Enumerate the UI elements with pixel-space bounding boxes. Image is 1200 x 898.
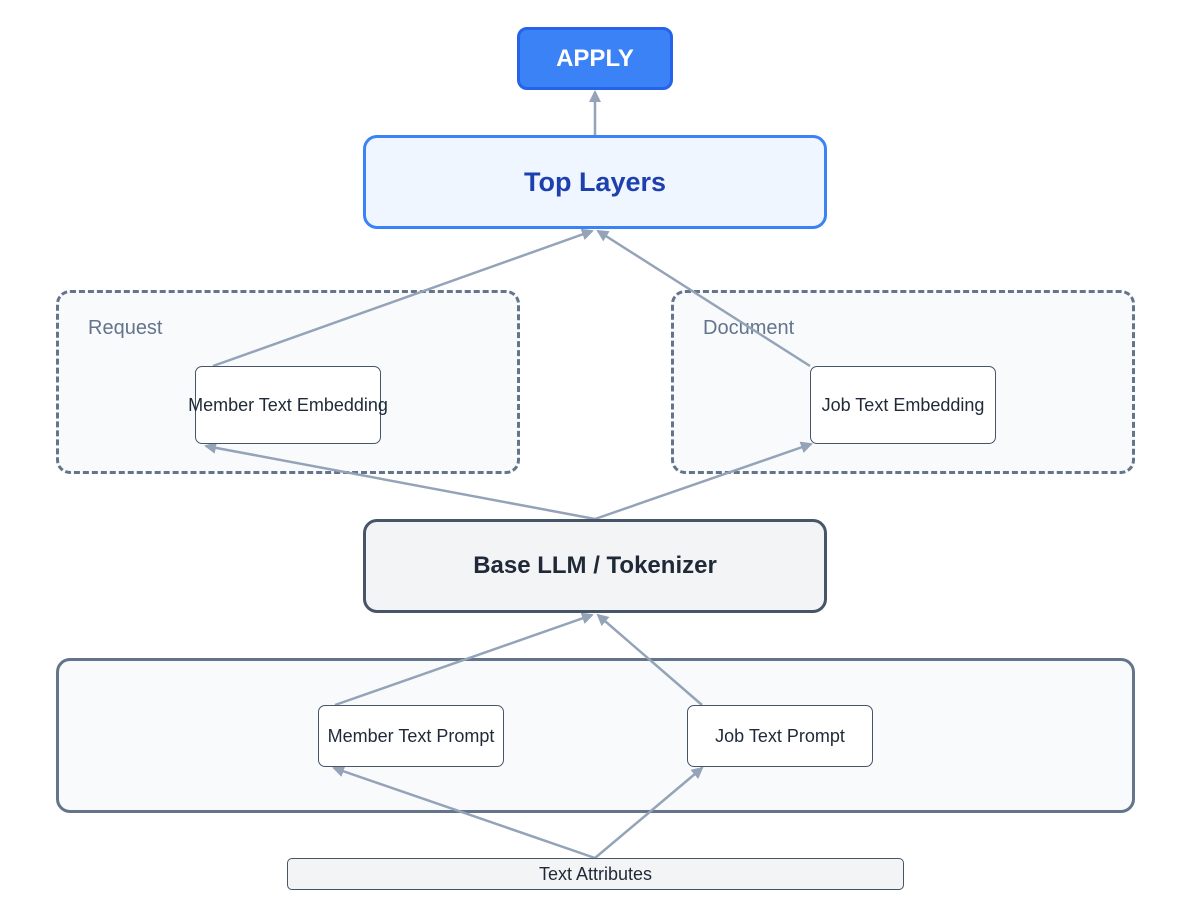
member-text-embedding-node: Member Text Embedding <box>188 366 388 444</box>
text-attributes-node: Text Attributes <box>287 858 904 890</box>
base-llm-node-label: Base LLM / Tokenizer <box>473 552 717 579</box>
job-text-prompt-node: Job Text Prompt <box>687 705 873 767</box>
top-layers-node-label: Top Layers <box>523 166 667 197</box>
member-text-prompt-node: Member Text Prompt <box>318 705 504 767</box>
request-group-label: Request <box>88 317 163 339</box>
top-layers-node: Top Layers <box>363 135 827 229</box>
text-attributes-label: Text Attributes <box>538 863 653 884</box>
apply-node: APPLY <box>517 27 673 90</box>
member-text-embedding-label: Member Text Embedding <box>188 394 388 415</box>
apply-node-label: APPLY <box>556 44 634 72</box>
job-text-embedding-node: Job Text Embedding <box>810 366 996 444</box>
prompt-group <box>56 658 1135 813</box>
job-text-embedding-label: Job Text Embedding <box>821 394 985 415</box>
document-group-label: Document <box>703 317 795 339</box>
member-text-prompt-label: Member Text Prompt <box>327 725 495 746</box>
job-text-prompt-label: Job Text Prompt <box>715 725 845 746</box>
base-llm-node: Base LLM / Tokenizer <box>363 519 827 613</box>
